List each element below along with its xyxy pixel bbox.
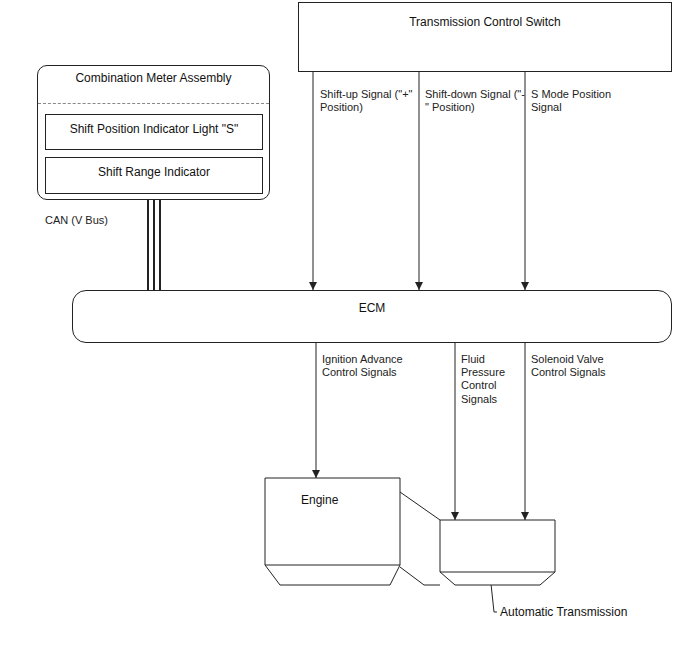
connector-line bbox=[159, 200, 161, 290]
node-label: Automatic Transmission bbox=[500, 605, 627, 619]
signal-arrow bbox=[525, 343, 526, 520]
signal-label: Shift-up Signal ("+" Position) bbox=[320, 88, 415, 114]
signal-label: Shift-down Signal ("-" Position) bbox=[425, 88, 525, 114]
ecm-box: ECM bbox=[72, 290, 672, 343]
group-heading: Combination Meter Assembly bbox=[38, 66, 269, 104]
node-label: Engine bbox=[265, 478, 400, 507]
outline bbox=[440, 520, 555, 585]
node-label: Transmission Control Switch bbox=[299, 3, 671, 29]
signal-arrow bbox=[316, 343, 317, 478]
signal-label: Ignition Advance Control Signals bbox=[322, 353, 417, 379]
indicator-box: Shift Range Indicator bbox=[45, 157, 263, 194]
bell-housing-top bbox=[400, 492, 440, 520]
bell-housing-bottom bbox=[400, 567, 440, 585]
signal-label: S Mode Position Signal bbox=[531, 88, 626, 114]
connector-line bbox=[153, 200, 155, 290]
connector-line bbox=[455, 343, 456, 520]
indicator-box: Shift Position Indicator Light "S" bbox=[45, 114, 263, 150]
connector-line bbox=[419, 72, 420, 290]
connector-line bbox=[525, 72, 526, 290]
connector-line bbox=[147, 200, 149, 290]
signal-arrow bbox=[313, 72, 314, 290]
transmission-shape: Automatic Transmission bbox=[440, 520, 555, 585]
signal-arrow bbox=[525, 72, 526, 290]
connector-line bbox=[316, 343, 317, 478]
node-label: Shift Range Indicator bbox=[46, 158, 262, 179]
bus-line bbox=[148, 200, 160, 290]
signal-label: Solenoid Valve Control Signals bbox=[531, 353, 626, 379]
transmission-shape-outline bbox=[440, 520, 555, 585]
connector-line bbox=[313, 72, 314, 290]
outline bbox=[265, 478, 400, 585]
node-label: ECM bbox=[73, 291, 671, 315]
signal-arrow bbox=[419, 72, 420, 290]
switch-box: Transmission Control Switch bbox=[298, 2, 672, 72]
connector-line bbox=[525, 343, 526, 520]
signal-label: Fluid Pressure Control Signals bbox=[461, 353, 513, 406]
band-line bbox=[265, 565, 400, 566]
meter-assembly-box: Combination Meter AssemblyShift Position… bbox=[37, 65, 270, 200]
band-line bbox=[440, 572, 555, 573]
signal-arrow bbox=[455, 343, 456, 520]
signal-label: CAN (V Bus) bbox=[45, 214, 140, 227]
node-label: Shift Position Indicator Light "S" bbox=[46, 115, 262, 136]
engine-shape: Engine bbox=[265, 478, 400, 585]
